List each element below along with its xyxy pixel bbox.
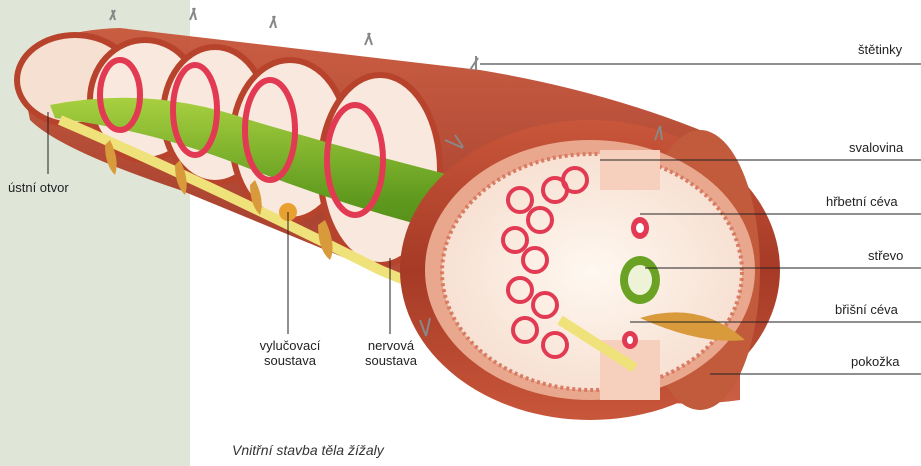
label-pokozka: pokožka: [851, 354, 899, 369]
figure-caption: Vnitřní stavba těla žížaly: [232, 442, 384, 458]
label-svalovina: svalovina: [849, 140, 903, 155]
label-vylucovaci-line-2: soustava: [264, 353, 316, 368]
label-nervova-soustava: nervová soustava: [360, 338, 422, 368]
label-vylucovaci-line-1: vylučovací: [260, 338, 321, 353]
front-cross-section: [400, 120, 780, 420]
label-stetinky: štětinky: [858, 42, 902, 57]
label-nervova-line-1: nervová: [368, 338, 414, 353]
label-ustni-otvor: ústní otvor: [8, 180, 69, 195]
label-hrbetni-ceva: hřbetní céva: [826, 194, 898, 209]
label-nervova-line-2: soustava: [365, 353, 417, 368]
label-strevo: střevo: [868, 248, 903, 263]
label-vylucovaci-soustava: vylučovací soustava: [255, 338, 325, 368]
label-brisni-ceva: břišní céva: [835, 302, 898, 317]
